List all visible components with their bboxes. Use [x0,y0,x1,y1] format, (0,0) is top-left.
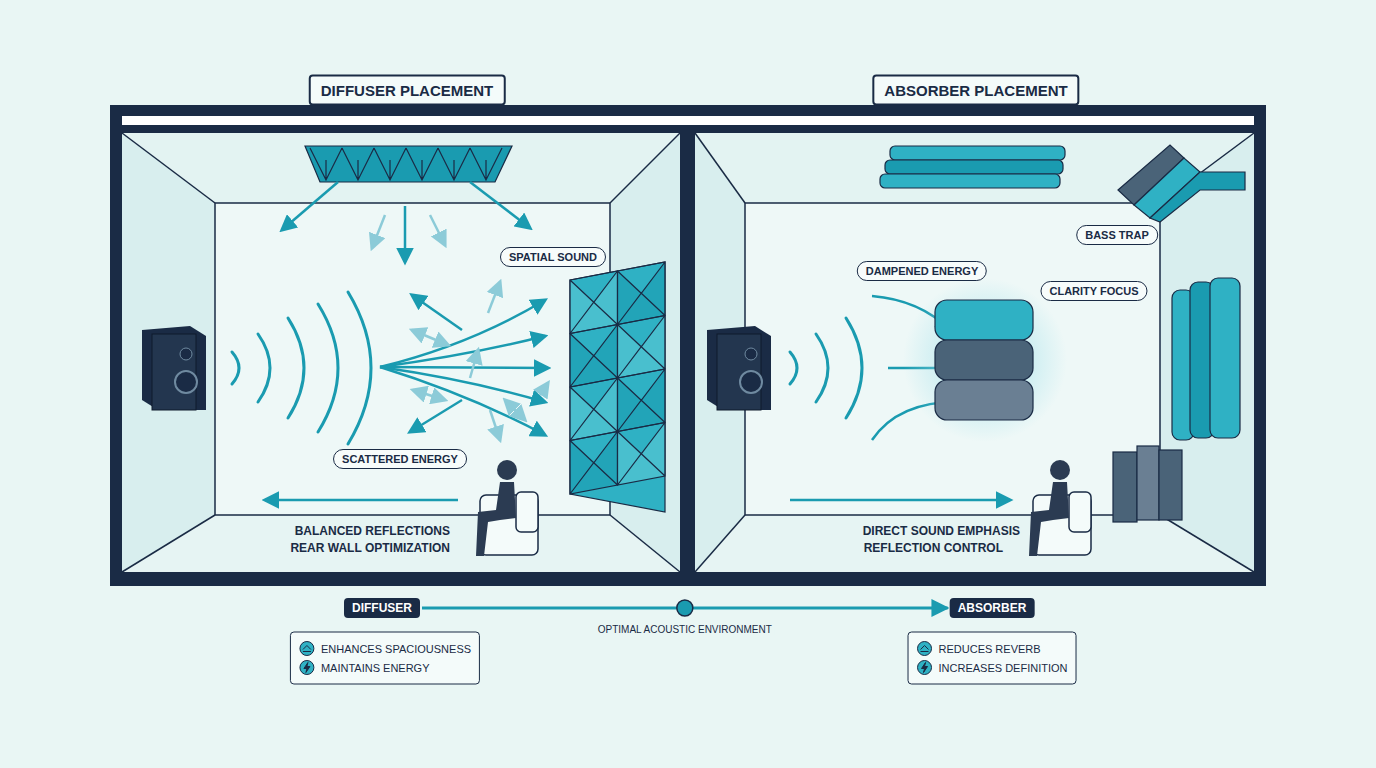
node-text: DAMPENED ENERGY [866,265,978,277]
node-text: DIFFUSER PLACEMENT [321,82,494,99]
node-text: DIFFUSER [352,601,412,615]
diffuser-cell [570,271,618,334]
callout-pill: CLARITY FOCUS [1040,281,1147,301]
panel-header: DIFFUSER PLACEMENT [309,75,506,106]
wall-absorber [1172,278,1240,440]
benefit-text: ENHANCES SPACIOUSNESS [299,641,471,657]
callout-pill: BASS TRAP [1076,225,1158,245]
benefit-box: REDUCES REVERB INCREASES DEFINITION [908,632,1077,685]
node-text: SPATIAL SOUND [509,251,597,263]
benefit-icon [299,641,315,657]
diffuser-cell [570,432,618,495]
node-text: CLARITY FOCUS [1049,285,1138,297]
diffuser-cell [618,316,666,379]
diffuser-cell [618,262,666,325]
node-text: SCATTERED ENERGY [342,453,458,465]
ceiling-absorber [880,146,1065,188]
benefit-text: INCREASES DEFINITION [917,660,1068,676]
diffuser-cell [570,378,618,441]
ceiling-diffuser [305,146,512,182]
benefit-icon [299,660,315,676]
callout-pill: SPATIAL SOUND [500,247,606,267]
floor-bass-trap [1113,446,1182,522]
benefit-text: REDUCES REVERB [917,641,1068,657]
midpoint-dot [677,600,693,616]
node-text: ABSORBER [958,601,1027,615]
diffuser-cell [618,423,666,486]
left-room [122,133,680,572]
frame [110,105,1266,586]
edge-label: OPTIMAL ACOUSTIC ENVIRONMENT [595,624,775,635]
callout-pill: DAMPENED ENERGY [857,261,987,281]
diffuser-cell [618,369,666,432]
wall-diffuser [570,262,665,512]
scatter-arrows [265,182,548,500]
benefit-box: ENHANCES SPACIOUSNESS MAINTAINS ENERGY [290,632,480,685]
panel-header: ABSORBER PLACEMENT [872,75,1079,106]
node-text: BASS TRAP [1085,229,1149,241]
absorber-panel [935,300,1033,420]
absorption-glow [903,278,1067,442]
benefit-text: MAINTAINS ENERGY [299,660,471,676]
bass-trap [1118,145,1245,222]
scale-end-tag: ABSORBER [950,598,1035,618]
callout-pill: SCATTERED ENERGY [333,449,467,469]
speaker [707,326,771,410]
speaker [142,326,206,410]
diffuser-cell [570,325,618,388]
listener [1029,460,1091,556]
listener [476,460,538,556]
sound-waves [232,292,862,444]
caption-label: DIRECT SOUND EMPHASIS [863,524,1020,538]
right-room [695,133,1254,572]
caption-label: BALANCED REFLECTIONS [295,524,450,538]
node-text: ABSORBER PLACEMENT [884,82,1067,99]
benefit-icon [917,660,933,676]
scale-end-tag: DIFFUSER [344,598,420,618]
caption-label: REFLECTION CONTROL [864,541,1003,555]
top-strip [122,116,1254,125]
caption-label: REAR WALL OPTIMIZATION [290,541,450,555]
benefit-icon [917,641,933,657]
